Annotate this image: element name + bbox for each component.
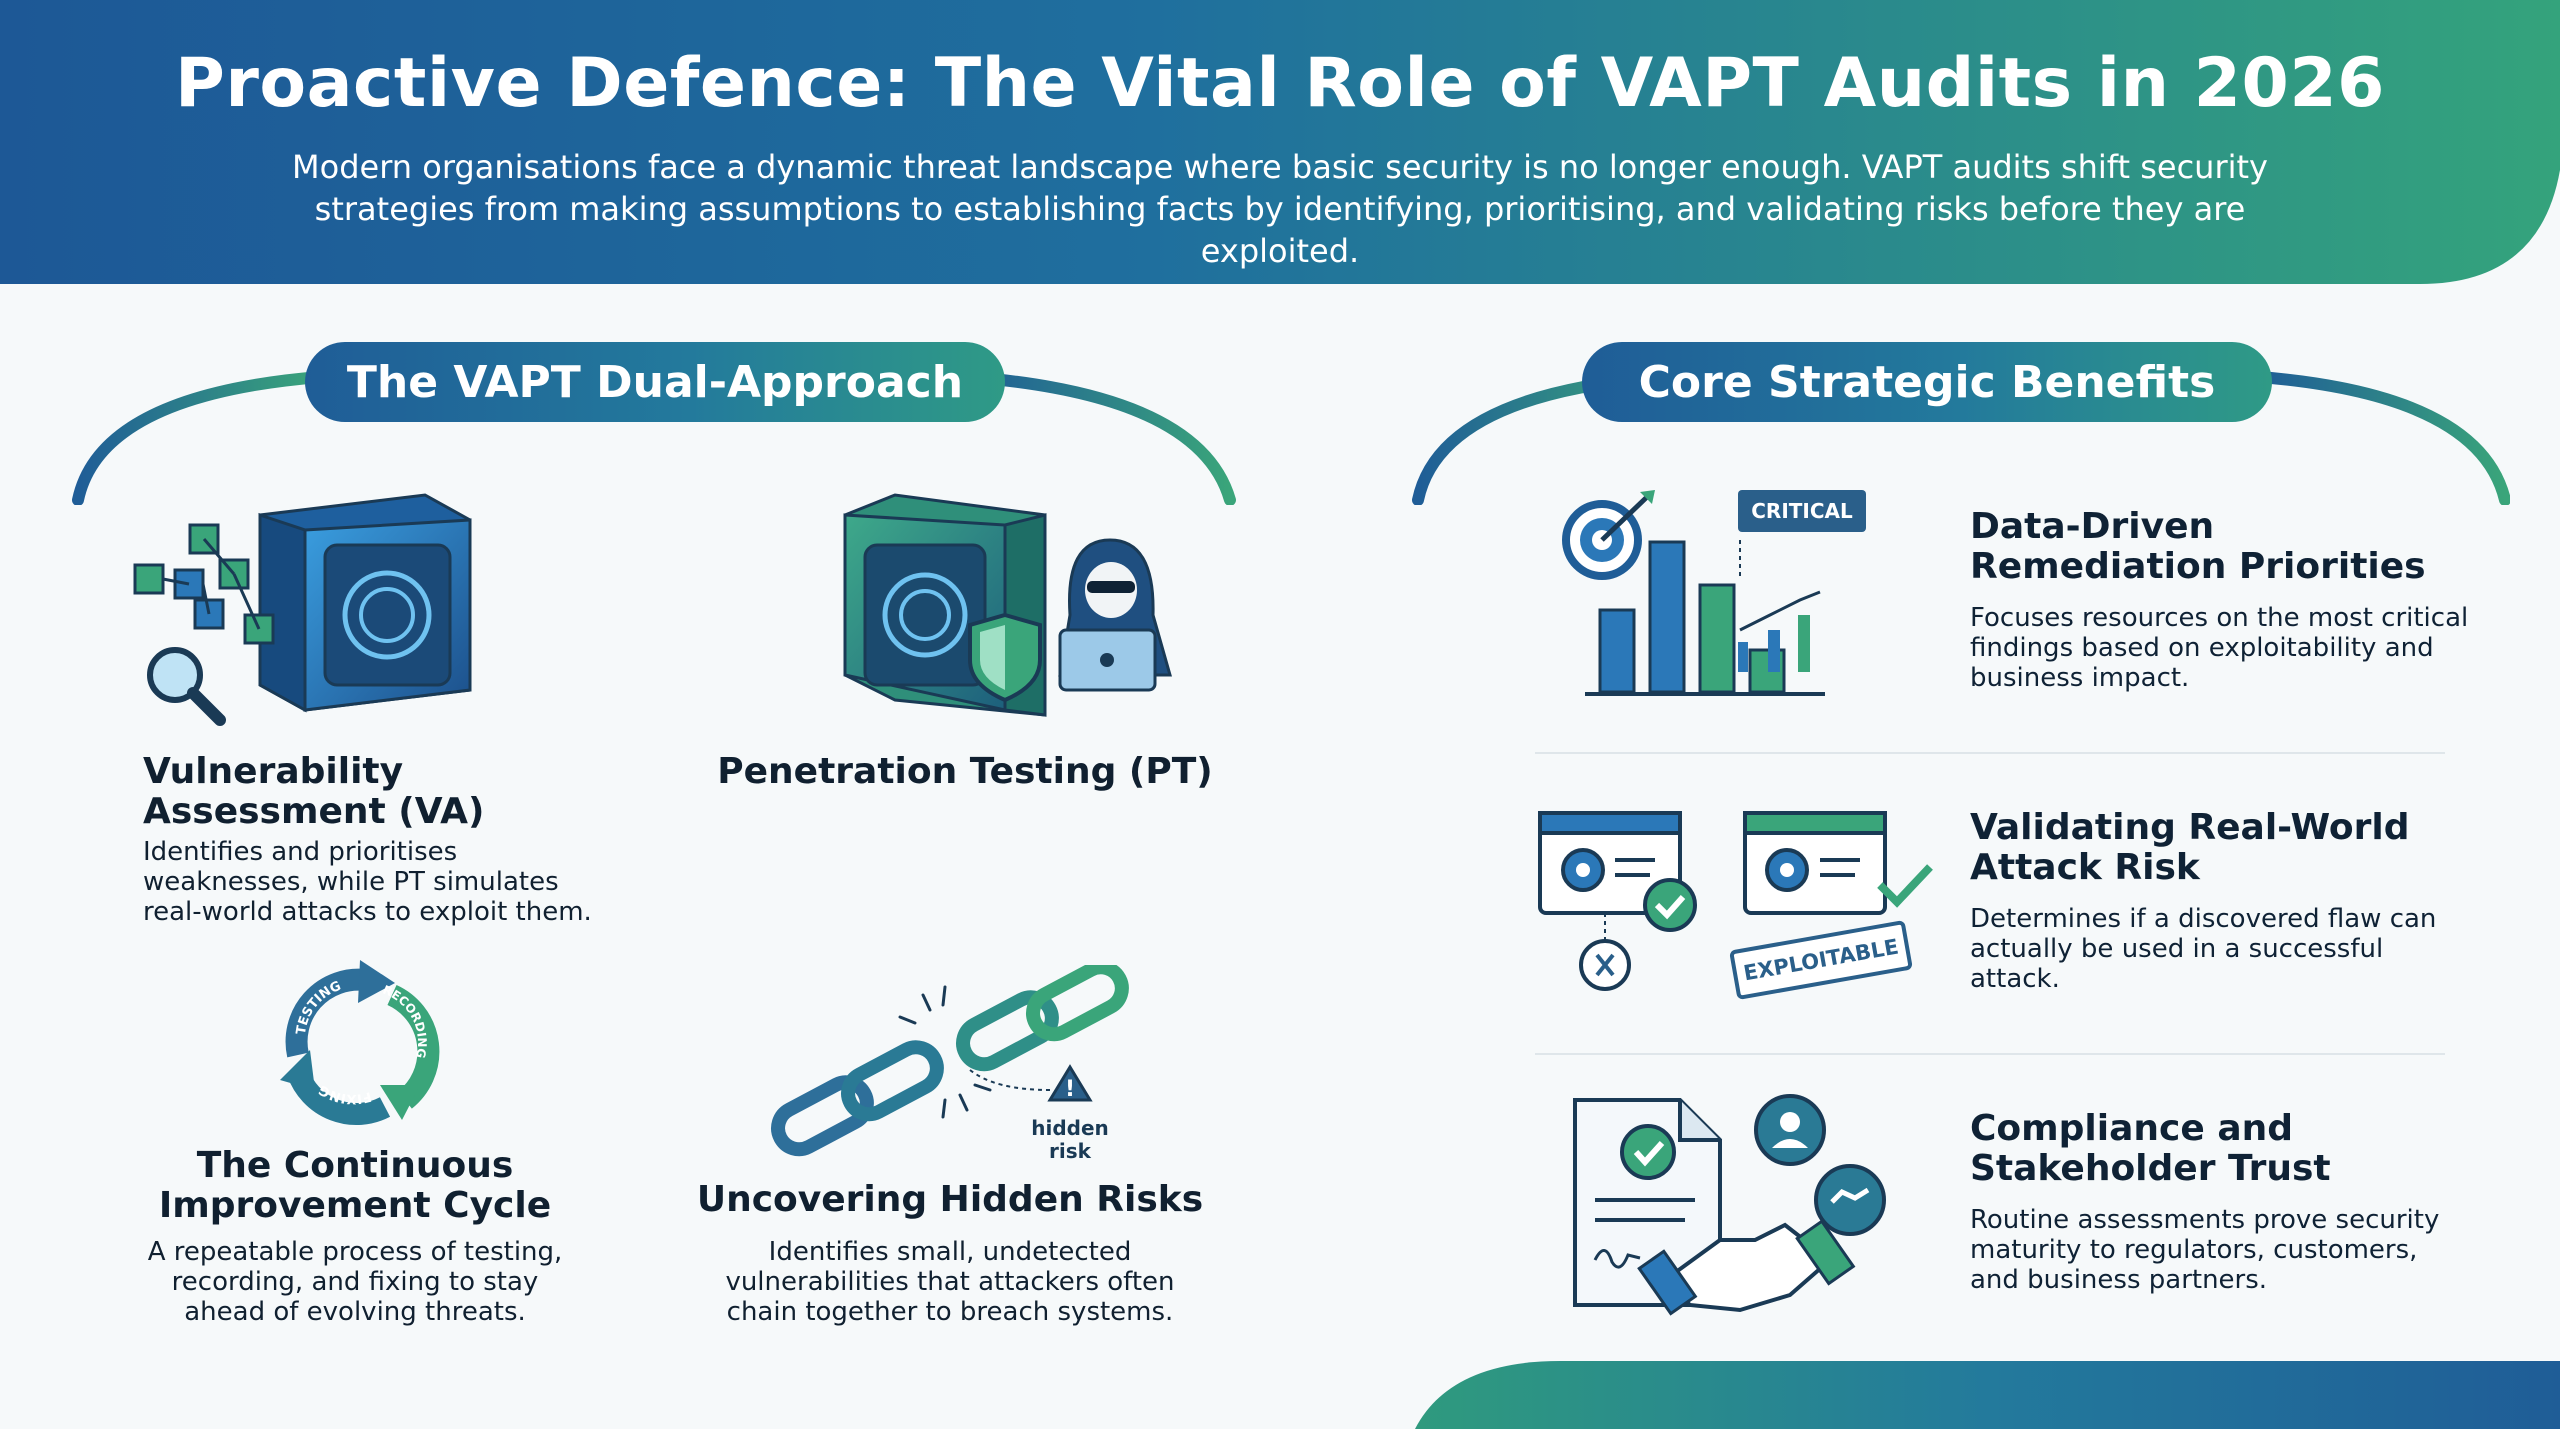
svg-text:!: ! xyxy=(1065,1077,1075,1102)
benefit-desc-line: Focuses resources on the most critical xyxy=(1970,603,2469,633)
benefit-title-compliance: Compliance and Stakeholder Trust xyxy=(1970,1109,2510,1189)
benefit-divider xyxy=(1535,752,2445,754)
card-desc-line: Identifies and prioritises xyxy=(143,837,458,867)
card-title-line: Assessment (VA) xyxy=(143,791,485,832)
benefit-desc-line: Routine assessments prove security xyxy=(1970,1205,2440,1235)
benefit-desc-line: business impact. xyxy=(1970,663,2190,693)
hidden-label-1: hidden xyxy=(1031,1116,1109,1140)
card-desc-line: Identifies small, undetected xyxy=(768,1237,1132,1267)
card-title-line: Vulnerability xyxy=(143,751,404,792)
benefit-desc-line: and business partners. xyxy=(1970,1265,2268,1295)
benefit-title-line: Attack Risk xyxy=(1970,847,2200,888)
compliance-handshake-icon xyxy=(1573,1094,1886,1316)
broken-chain-icon: ! hidden risk xyxy=(771,965,1129,1163)
benefit-title-line: Validating Real-World xyxy=(1970,807,2410,848)
benefit-desc-line: attack. xyxy=(1970,964,2060,994)
card-desc-line: A repeatable process of testing, xyxy=(147,1237,563,1267)
benefit-title-line: Compliance and xyxy=(1970,1108,2294,1149)
benefit-desc-data-driven: Focuses resources on the most critical f… xyxy=(1970,603,2490,693)
card-desc-line: ahead of evolving threats. xyxy=(184,1297,526,1327)
server-network-icon xyxy=(133,493,472,726)
subtitle-line: strategies from making assumptions to es… xyxy=(314,190,2246,270)
header-banner: Proactive Defence: The Vital Role of VAP… xyxy=(0,0,2560,284)
cycle-arrows-icon: TESTING RECORDING FIXING xyxy=(280,960,440,1126)
subtitle-line: Modern organisations face a dynamic thre… xyxy=(292,148,2268,186)
card-title-line: Improvement Cycle xyxy=(158,1185,552,1226)
card-desc-line: vulnerabilities that attackers often xyxy=(725,1267,1175,1297)
left-section-heading: The VAPT Dual-Approach xyxy=(305,342,1005,422)
card-desc-line: recording, and fixing to stay xyxy=(171,1267,539,1297)
page-subtitle: Modern organisations face a dynamic thre… xyxy=(250,146,2310,272)
card-desc-va: Identifies and prioritises weaknesses, w… xyxy=(143,837,703,927)
card-title-va: Vulnerability Assessment (VA) xyxy=(143,752,643,832)
card-desc-line: weaknesses, while PT simulates xyxy=(143,867,559,897)
card-title-line: The Continuous xyxy=(196,1145,514,1186)
benefit-title-line: Stakeholder Trust xyxy=(1970,1148,2331,1189)
header-background xyxy=(0,0,2560,284)
hidden-label-2: risk xyxy=(1049,1139,1092,1163)
benefit-desc-line: maturity to regulators, customers, xyxy=(1970,1235,2418,1265)
card-desc-hidden: Identifies small, undetected vulnerabili… xyxy=(690,1237,1210,1327)
benefit-desc-line: actually be used in a successful xyxy=(1970,934,2384,964)
benefit-desc-validating: Determines if a discovered flaw can actu… xyxy=(1970,904,2490,994)
card-title-hidden: Uncovering Hidden Risks xyxy=(696,1179,1204,1220)
benefit-desc-line: findings based on exploitability and xyxy=(1970,633,2434,663)
benefit-title-line: Remediation Priorities xyxy=(1970,546,2426,587)
card-desc-line: real-world attacks to exploit them. xyxy=(143,897,592,927)
benefit-desc-compliance: Routine assessments prove security matur… xyxy=(1970,1205,2490,1295)
attack-validation-icon xyxy=(1538,811,1933,991)
priority-chart-icon xyxy=(1562,490,1825,696)
right-section-heading: Core Strategic Benefits xyxy=(1582,342,2272,422)
left-section-arc xyxy=(72,371,1236,505)
benefit-title-line: Data-Driven xyxy=(1970,506,2215,547)
card-title-pt: Penetration Testing (PT) xyxy=(717,751,1213,792)
card-desc-cycle: A repeatable process of testing, recordi… xyxy=(100,1237,610,1327)
benefit-desc-line: Determines if a discovered flaw can xyxy=(1970,904,2437,934)
page-title: Proactive Defence: The Vital Role of VAP… xyxy=(175,44,2385,123)
benefit-title-data-driven: Data-Driven Remediation Priorities xyxy=(1970,507,2510,587)
critical-badge: CRITICAL xyxy=(1738,490,1866,532)
benefit-divider xyxy=(1535,1053,2445,1055)
card-title-cycle: The Continuous Improvement Cycle xyxy=(130,1146,580,1226)
benefit-title-validating: Validating Real-World Attack Risk xyxy=(1970,808,2510,888)
footer-band xyxy=(1415,1361,2560,1429)
hacker-server-icon xyxy=(843,493,1172,717)
card-desc-line: chain together to breach systems. xyxy=(726,1297,1174,1327)
